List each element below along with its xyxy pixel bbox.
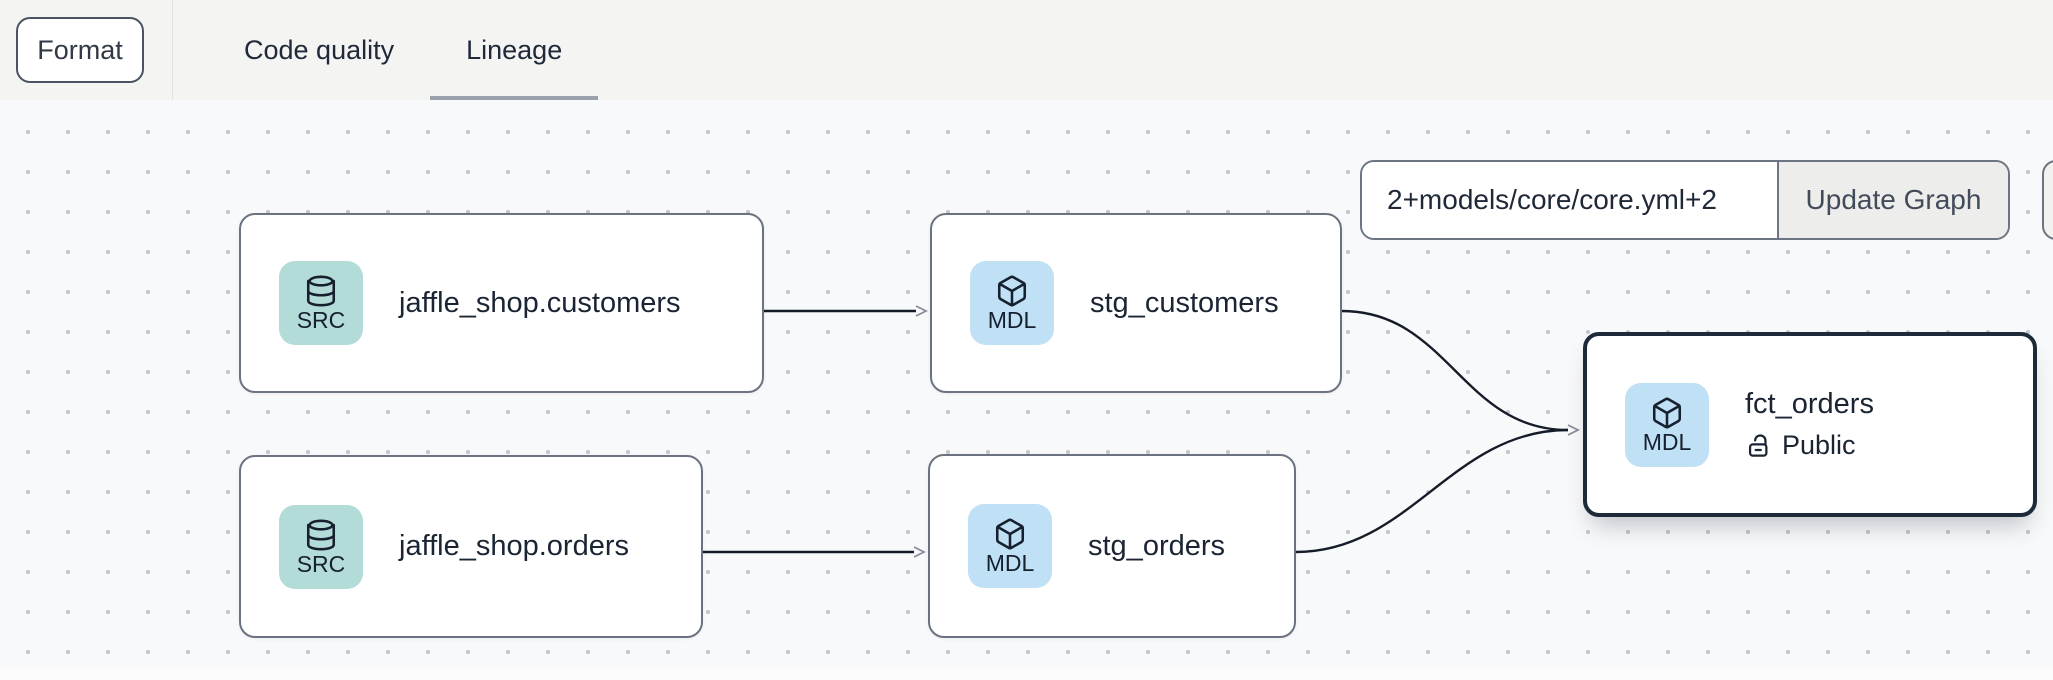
toolbar-divider: [172, 0, 173, 100]
canvas-bottom-strip: [0, 669, 2053, 680]
lineage-selector-input[interactable]: 2+models/core/core.yml+2: [1362, 162, 1777, 238]
lineage-selector-group: 2+models/core/core.yml+2 Update Graph: [1360, 160, 2010, 240]
badge-label: SRC: [296, 550, 346, 577]
badge-label: MDL: [985, 550, 1035, 576]
node-jaffle-shop-customers[interactable]: SRC jaffle_shop.customers: [239, 213, 764, 393]
model-type-badge: MDL: [1625, 382, 1709, 467]
badge-label: MDL: [987, 307, 1037, 333]
source-type-badge: SRC: [279, 261, 363, 345]
cube-icon: [995, 518, 1025, 550]
tab-bar: Code quality Lineage: [208, 0, 599, 100]
node-title: fct_orders: [1745, 388, 1874, 420]
toolbar: Format Code quality Lineage: [0, 0, 2053, 100]
access-label: Public: [1782, 430, 1856, 460]
node-title: stg_customers: [1090, 286, 1279, 319]
database-icon: [306, 519, 336, 550]
source-type-badge: SRC: [279, 504, 363, 589]
cube-icon: [1652, 397, 1682, 429]
node-jaffle-shop-orders[interactable]: SRC jaffle_shop.orders: [239, 455, 703, 638]
node-fct-orders[interactable]: MDL fct_orders Public: [1583, 332, 2037, 517]
update-graph-button[interactable]: Update Graph: [1777, 162, 2008, 238]
node-stg-orders[interactable]: MDL stg_orders: [928, 454, 1296, 638]
format-button[interactable]: Format: [16, 17, 144, 83]
node-title: stg_orders: [1088, 529, 1226, 562]
model-type-badge: MDL: [970, 261, 1054, 345]
cube-icon: [997, 275, 1027, 307]
node-stg-customers[interactable]: MDL stg_customers: [930, 213, 1342, 393]
access-row: Public: [1745, 430, 1874, 461]
badge-label: SRC: [296, 307, 346, 333]
model-type-badge: MDL: [968, 504, 1052, 588]
node-title: jaffle_shop.orders: [399, 530, 630, 562]
tab-code-quality[interactable]: Code quality: [244, 34, 395, 65]
badge-label: MDL: [1642, 428, 1692, 455]
unlock-icon: [1748, 434, 1768, 457]
node-title: jaffle_shop.customers: [399, 286, 681, 319]
database-icon: [306, 275, 336, 307]
tab-lineage[interactable]: Lineage: [430, 0, 599, 100]
clipped-button-right-edge[interactable]: [2042, 160, 2053, 240]
